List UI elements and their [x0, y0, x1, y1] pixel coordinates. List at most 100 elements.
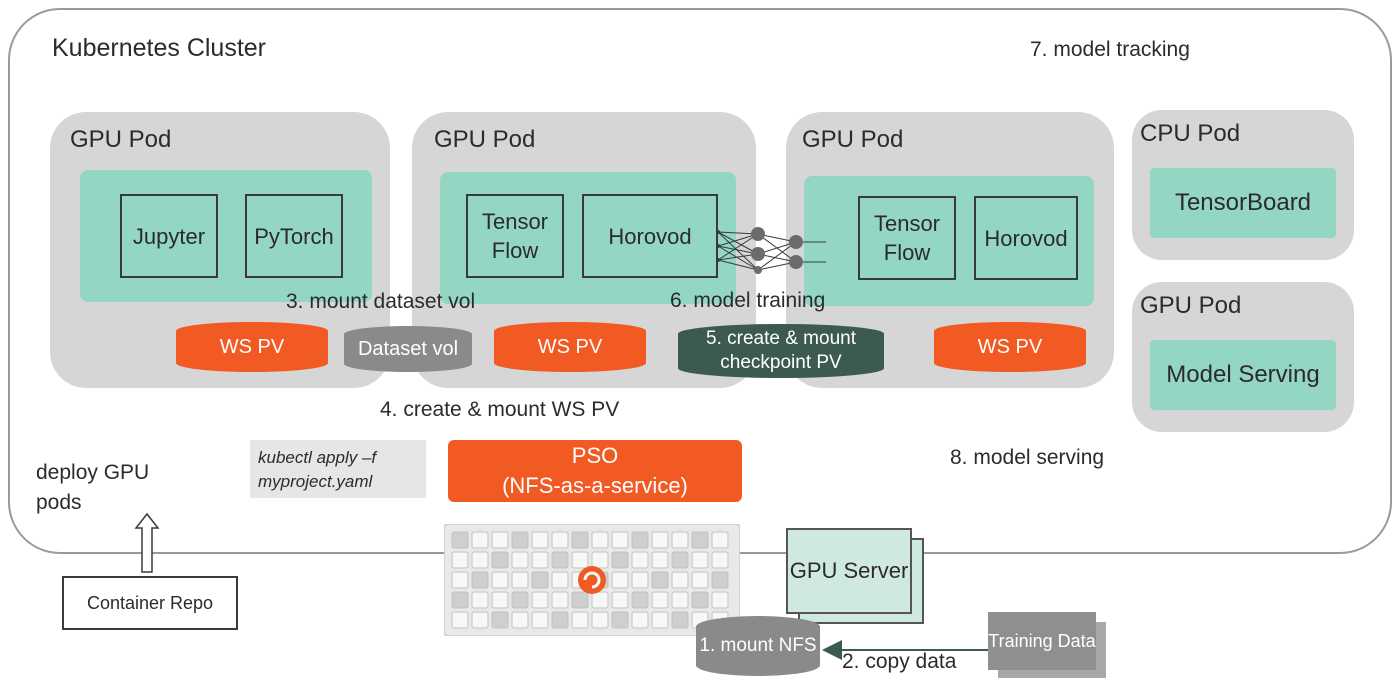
drive-bay — [511, 551, 529, 569]
tensorflow-box-2: Tensor Flow — [858, 196, 956, 280]
pso-title: PSO — [571, 443, 619, 468]
step-2-label: 2. copy data — [842, 650, 957, 673]
drive-bay — [451, 611, 469, 629]
drive-bay — [711, 571, 729, 589]
drive-bay — [491, 591, 509, 609]
drive-bay — [671, 571, 689, 589]
cpu-pod-title: CPU Pod — [1140, 120, 1241, 147]
gpu-server: GPU Server — [786, 528, 912, 614]
drive-bay — [491, 571, 509, 589]
drive-bay — [651, 591, 669, 609]
drive-bay — [611, 551, 629, 569]
gpu-pod-1-container — [80, 170, 372, 302]
drive-bay — [511, 531, 529, 549]
drive-bay — [611, 611, 629, 629]
drive-bay — [711, 551, 729, 569]
drive-bay — [551, 571, 569, 589]
drive-bay — [651, 611, 669, 629]
pytorch-box: PyTorch — [245, 194, 343, 278]
deploy-label: deploy GPU pods — [36, 461, 150, 514]
kubectl-line-1: kubectl apply –f — [258, 448, 377, 467]
drive-bay — [531, 551, 549, 569]
gpu-pod-1-title: GPU Pod — [70, 126, 172, 153]
step-3-label: 3. mount dataset vol — [286, 290, 476, 313]
drive-bay — [591, 611, 609, 629]
drive-bay — [451, 591, 469, 609]
drive-bay — [491, 611, 509, 629]
pso-subtitle: (NFS-as-a-service) — [502, 473, 688, 498]
drive-bay — [471, 571, 489, 589]
drive-bay — [711, 531, 729, 549]
drive-bay — [671, 531, 689, 549]
drive-bay — [571, 591, 589, 609]
drive-bay — [671, 551, 689, 569]
horovod-box-2: Horovod — [974, 196, 1078, 280]
drive-bay — [571, 551, 589, 569]
drive-bay — [671, 591, 689, 609]
drive-bay — [471, 551, 489, 569]
drive-bay — [451, 531, 469, 549]
drive-bay — [511, 571, 529, 589]
drive-bay — [531, 611, 549, 629]
container-repo: Container Repo — [62, 576, 238, 630]
drive-bay — [691, 591, 709, 609]
drive-bay — [631, 611, 649, 629]
drive-bay — [451, 571, 469, 589]
step-4-label: 4. create & mount WS PV — [380, 398, 620, 421]
drive-bay — [651, 531, 669, 549]
storage-array-icon — [444, 524, 740, 636]
tensorflow-box-1: Tensor Flow — [466, 194, 564, 278]
kubectl-line-2: myproject.yaml — [258, 472, 373, 491]
drive-bay — [531, 571, 549, 589]
gpu-pod-4-title: GPU Pod — [1140, 292, 1242, 319]
drive-bay — [551, 591, 569, 609]
step-8-label: 8. model serving — [950, 446, 1105, 469]
dataset-volume: Dataset vol — [344, 326, 472, 372]
drive-bay — [551, 611, 569, 629]
step-6-label: 6. model training — [670, 289, 826, 312]
drive-bay — [451, 551, 469, 569]
drive-bay — [631, 571, 649, 589]
jupyter-box: Jupyter — [120, 194, 218, 278]
drive-bay — [651, 551, 669, 569]
drive-bay — [631, 531, 649, 549]
drive-bay — [571, 611, 589, 629]
drive-bay — [511, 611, 529, 629]
pso-box: PSO (NFS-as-a-service) — [448, 440, 742, 502]
step-7-label: 7. model tracking — [1030, 38, 1190, 61]
drive-bay — [671, 611, 689, 629]
drive-bay — [471, 611, 489, 629]
drive-bay — [611, 531, 629, 549]
drive-bay — [711, 591, 729, 609]
ws-pv-3: WS PV — [934, 322, 1086, 372]
drive-bay — [691, 531, 709, 549]
drive-bay — [611, 591, 629, 609]
drive-bay — [631, 551, 649, 569]
ws-pv-1: WS PV — [176, 322, 328, 372]
drive-bay — [551, 531, 569, 549]
model-serving-box: Model Serving — [1150, 340, 1336, 410]
nfs-mount: 1. mount NFS — [696, 616, 820, 676]
kubectl-command: kubectl apply –f myproject.yaml — [250, 440, 426, 498]
drive-bay — [691, 571, 709, 589]
checkpoint-pv: 5. create & mount checkpoint PV — [678, 324, 884, 378]
drive-bay — [531, 591, 549, 609]
drive-bay — [471, 531, 489, 549]
horovod-box-1: Horovod — [582, 194, 718, 278]
drive-bay — [631, 591, 649, 609]
drive-bay — [591, 591, 609, 609]
drive-bay — [491, 531, 509, 549]
deploy-arrow-icon — [134, 512, 160, 573]
gpu-pod-3-title: GPU Pod — [802, 126, 904, 153]
neural-network-icon — [716, 227, 826, 274]
drive-bay — [551, 551, 569, 569]
drive-bay — [511, 591, 529, 609]
training-data: Training Data — [988, 612, 1096, 670]
tensorboard-box: TensorBoard — [1150, 168, 1336, 238]
drive-bay — [471, 591, 489, 609]
drive-bay — [531, 531, 549, 549]
drive-bay — [591, 551, 609, 569]
drive-bay — [571, 531, 589, 549]
cluster-title: Kubernetes Cluster — [52, 34, 267, 62]
drive-bay — [691, 551, 709, 569]
